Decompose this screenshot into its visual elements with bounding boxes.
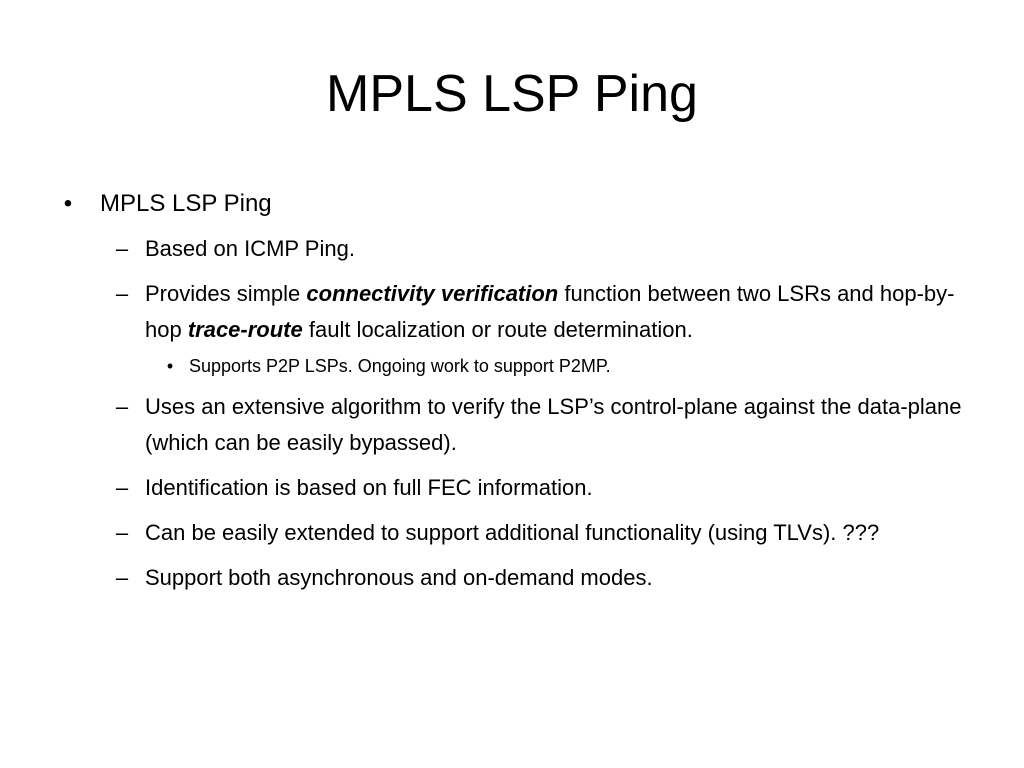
sub-item-text: Support both asynchronous and on-demand … [145, 565, 653, 590]
sub-item-text: Based on ICMP Ping. [145, 236, 355, 261]
dash-marker: – [115, 565, 129, 590]
sub-item-text: Uses an extensive algorithm to verify th… [145, 394, 962, 455]
sub-item-text-part: Provides simple [145, 281, 307, 306]
dash-marker: – [115, 394, 129, 419]
sub-bullet-marker: • [166, 356, 174, 376]
sub-item-text-part: fault localization or route determinatio… [302, 317, 693, 342]
sub-item-provides-verification: – Provides simple connectivity verificat… [58, 276, 978, 348]
sub-item-identification: – Identification is based on full FEC in… [58, 470, 978, 506]
slide-content: • MPLS LSP Ping – Based on ICMP Ping. – … [58, 186, 978, 605]
sub-item-based-on-icmp: – Based on ICMP Ping. [58, 231, 978, 267]
sub-item-text: Can be easily extended to support additi… [145, 520, 880, 545]
bullet-item-mpls-lsp-ping: • MPLS LSP Ping [58, 186, 978, 222]
dash-marker: – [115, 520, 129, 545]
dash-marker: – [115, 281, 129, 306]
sub-item-text-part: function between two LSRs and hop-by-hop [145, 281, 955, 342]
sub-sub-item-text: Supports P2P LSPs. Ongoing work to suppo… [189, 356, 611, 376]
emphasis-trace-route: trace-route [187, 317, 303, 342]
bullet-text: MPLS LSP Ping [100, 190, 272, 217]
sub-sub-item-p2p-support: • Supports P2P LSPs. Ongoing work to sup… [58, 353, 978, 379]
sub-item-extensible: – Can be easily extended to support addi… [58, 515, 978, 551]
emphasis-connectivity-verification: connectivity verification [306, 281, 559, 306]
dash-marker: – [115, 236, 129, 261]
bullet-marker: • [63, 190, 73, 217]
sub-item-modes: – Support both asynchronous and on-deman… [58, 560, 978, 596]
sub-item-extensive-algorithm: – Uses an extensive algorithm to verify … [58, 389, 978, 461]
sub-item-text: Identification is based on full FEC info… [145, 475, 593, 500]
slide-title: MPLS LSP Ping [326, 65, 698, 123]
dash-marker: – [115, 475, 129, 500]
